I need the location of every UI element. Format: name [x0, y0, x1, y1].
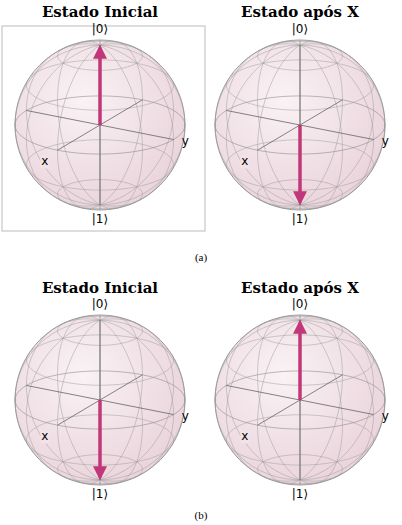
meridian-line — [100, 315, 101, 485]
meridian-line — [258, 316, 343, 483]
meridian-line — [258, 41, 343, 208]
meridian-line — [58, 41, 143, 208]
meridian-line — [26, 44, 173, 206]
state-vector — [298, 323, 302, 400]
sphere-outline — [215, 315, 385, 485]
axis-line — [300, 320, 301, 480]
state-vector — [98, 400, 102, 477]
meridian-line — [258, 316, 343, 483]
axis-line — [100, 45, 101, 205]
axis-label: x — [40, 155, 49, 168]
meridian-line — [226, 44, 373, 206]
meridian-line — [215, 320, 385, 480]
bloch-sphere — [15, 40, 185, 210]
meridian-line — [26, 44, 173, 206]
meridian-line — [226, 319, 373, 481]
state-label: |1⟩ — [91, 213, 109, 226]
meridian-line — [300, 315, 301, 485]
meridian-line — [58, 316, 143, 483]
panel-frame — [2, 26, 205, 231]
axis-line — [100, 320, 101, 480]
axis-line — [300, 45, 301, 205]
panel-title: Estado Inicial — [42, 4, 158, 21]
axis-label: y — [181, 135, 190, 148]
axis-label: x — [240, 155, 249, 168]
meridian-line — [15, 45, 185, 205]
meridian-line — [226, 44, 373, 206]
state-vector — [298, 125, 302, 202]
bloch-sphere — [215, 40, 385, 210]
bloch-sphere — [215, 315, 385, 485]
bloch-sphere — [15, 315, 185, 485]
state-label: |0⟩ — [91, 24, 109, 37]
state-label: |0⟩ — [91, 299, 109, 312]
axis-label: x — [240, 430, 249, 443]
axis-label: x — [40, 430, 49, 443]
subfigure-label: (b) — [195, 509, 208, 521]
axis-label: y — [181, 410, 190, 423]
axis-label: y — [381, 135, 390, 148]
meridian-line — [100, 40, 101, 210]
panel-title: Estado Inicial — [42, 280, 158, 297]
meridian-line — [58, 41, 143, 208]
sphere-outline — [215, 40, 385, 210]
sphere-outline — [15, 315, 185, 485]
meridian-line — [15, 320, 185, 480]
meridian-line — [215, 45, 385, 205]
state-label: |1⟩ — [291, 213, 309, 226]
sphere-outline — [15, 40, 185, 210]
state-label: |0⟩ — [291, 24, 309, 37]
state-label: |1⟩ — [291, 488, 309, 501]
meridian-line — [258, 41, 343, 208]
subfigure-label: (a) — [195, 251, 207, 263]
meridian-line — [26, 319, 173, 481]
state-label: |0⟩ — [291, 299, 309, 312]
meridian-line — [300, 40, 301, 210]
axis-label: y — [381, 410, 390, 423]
meridian-line — [226, 319, 373, 481]
meridian-line — [58, 316, 143, 483]
panel-title: Estado após X — [241, 4, 359, 21]
panel-title: Estado após X — [241, 280, 359, 297]
state-vector — [98, 48, 102, 125]
state-label: |1⟩ — [91, 488, 109, 501]
meridian-line — [26, 319, 173, 481]
